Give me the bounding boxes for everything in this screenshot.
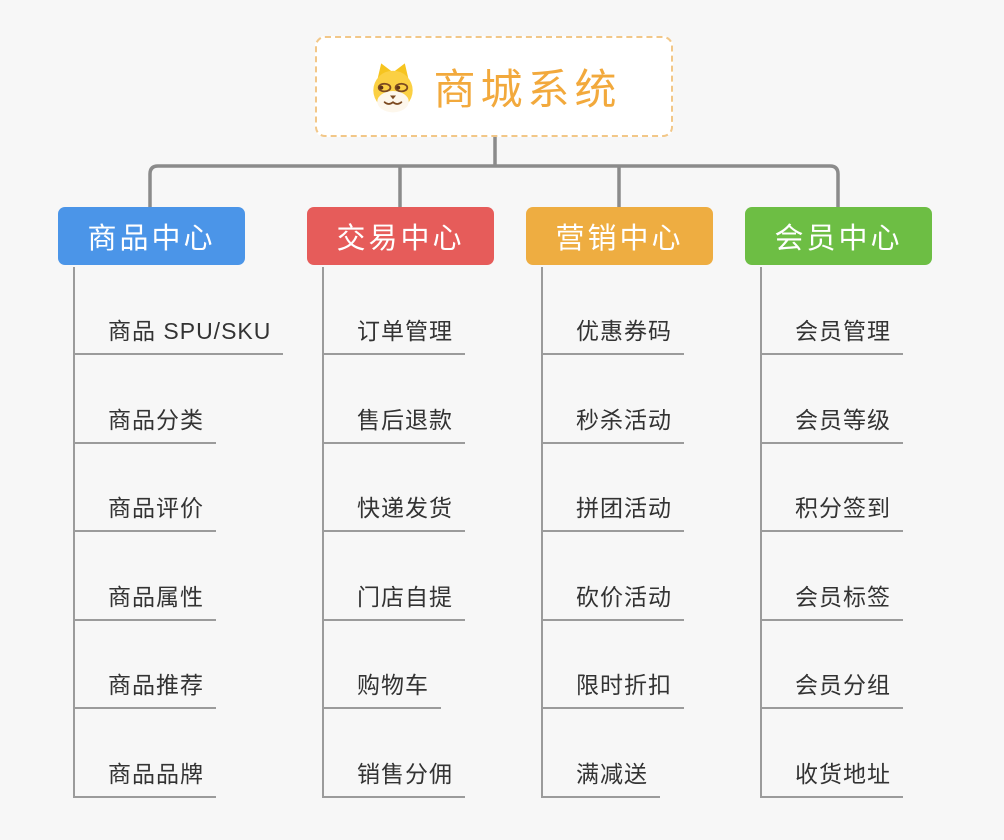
leaf-item[interactable]: 售后退款 xyxy=(324,401,465,444)
leaf-item[interactable]: 商品 SPU/SKU xyxy=(75,312,284,355)
root-node[interactable]: 商城系统 xyxy=(315,36,673,137)
leaf-item[interactable]: 砍价活动 xyxy=(543,578,684,621)
leaf-item[interactable]: 拼团活动 xyxy=(543,489,684,533)
leaf-item[interactable]: 会员等级 xyxy=(762,401,903,444)
leaf-item[interactable]: 会员管理 xyxy=(762,312,903,355)
branch-header-4[interactable]: 会员中心 xyxy=(745,207,932,265)
leaf-item[interactable]: 商品分类 xyxy=(75,401,216,444)
leaf-item[interactable]: 积分签到 xyxy=(762,489,903,533)
leaf-item[interactable]: 商品推荐 xyxy=(75,666,216,710)
leaf-item[interactable]: 订单管理 xyxy=(324,312,465,355)
leaf-item[interactable]: 商品评价 xyxy=(75,489,216,533)
leaf-item[interactable]: 门店自提 xyxy=(324,578,465,621)
leaf-item[interactable]: 秒杀活动 xyxy=(543,401,684,444)
branch-header-1[interactable]: 商品中心 xyxy=(58,207,245,265)
root-title: 商城系统 xyxy=(433,66,622,113)
leaf-item[interactable]: 会员分组 xyxy=(762,666,903,710)
leaf-item[interactable]: 商品属性 xyxy=(75,578,216,621)
leaf-item[interactable]: 收货地址 xyxy=(762,755,903,798)
dog-face-icon xyxy=(373,62,414,112)
branch-spine-1: 商品 SPU/SKU 商品分类商品评价商品属性商品推荐商品品牌 xyxy=(73,267,284,798)
branch-header-2[interactable]: 交易中心 xyxy=(307,207,494,265)
leaf-item[interactable]: 销售分佣 xyxy=(324,755,465,798)
branch-spine-3: 优惠券码秒杀活动拼团活动砍价活动限时折扣满减送 xyxy=(541,267,684,798)
leaf-item[interactable]: 满减送 xyxy=(543,755,660,798)
leaf-item[interactable]: 优惠券码 xyxy=(543,312,684,355)
leaf-item[interactable]: 会员标签 xyxy=(762,578,903,621)
rail-line xyxy=(148,164,840,207)
branch-spine-4: 会员管理会员等级积分签到会员标签会员分组收货地址 xyxy=(760,267,903,798)
branch-header-3[interactable]: 营销中心 xyxy=(526,207,713,265)
leaf-item[interactable]: 购物车 xyxy=(324,666,441,710)
leaf-item[interactable]: 商品品牌 xyxy=(75,755,216,798)
leaf-item[interactable]: 快递发货 xyxy=(324,489,465,533)
leaf-item[interactable]: 限时折扣 xyxy=(543,666,684,710)
branch-spine-2: 订单管理售后退款快递发货门店自提购物车销售分佣 xyxy=(322,267,465,798)
